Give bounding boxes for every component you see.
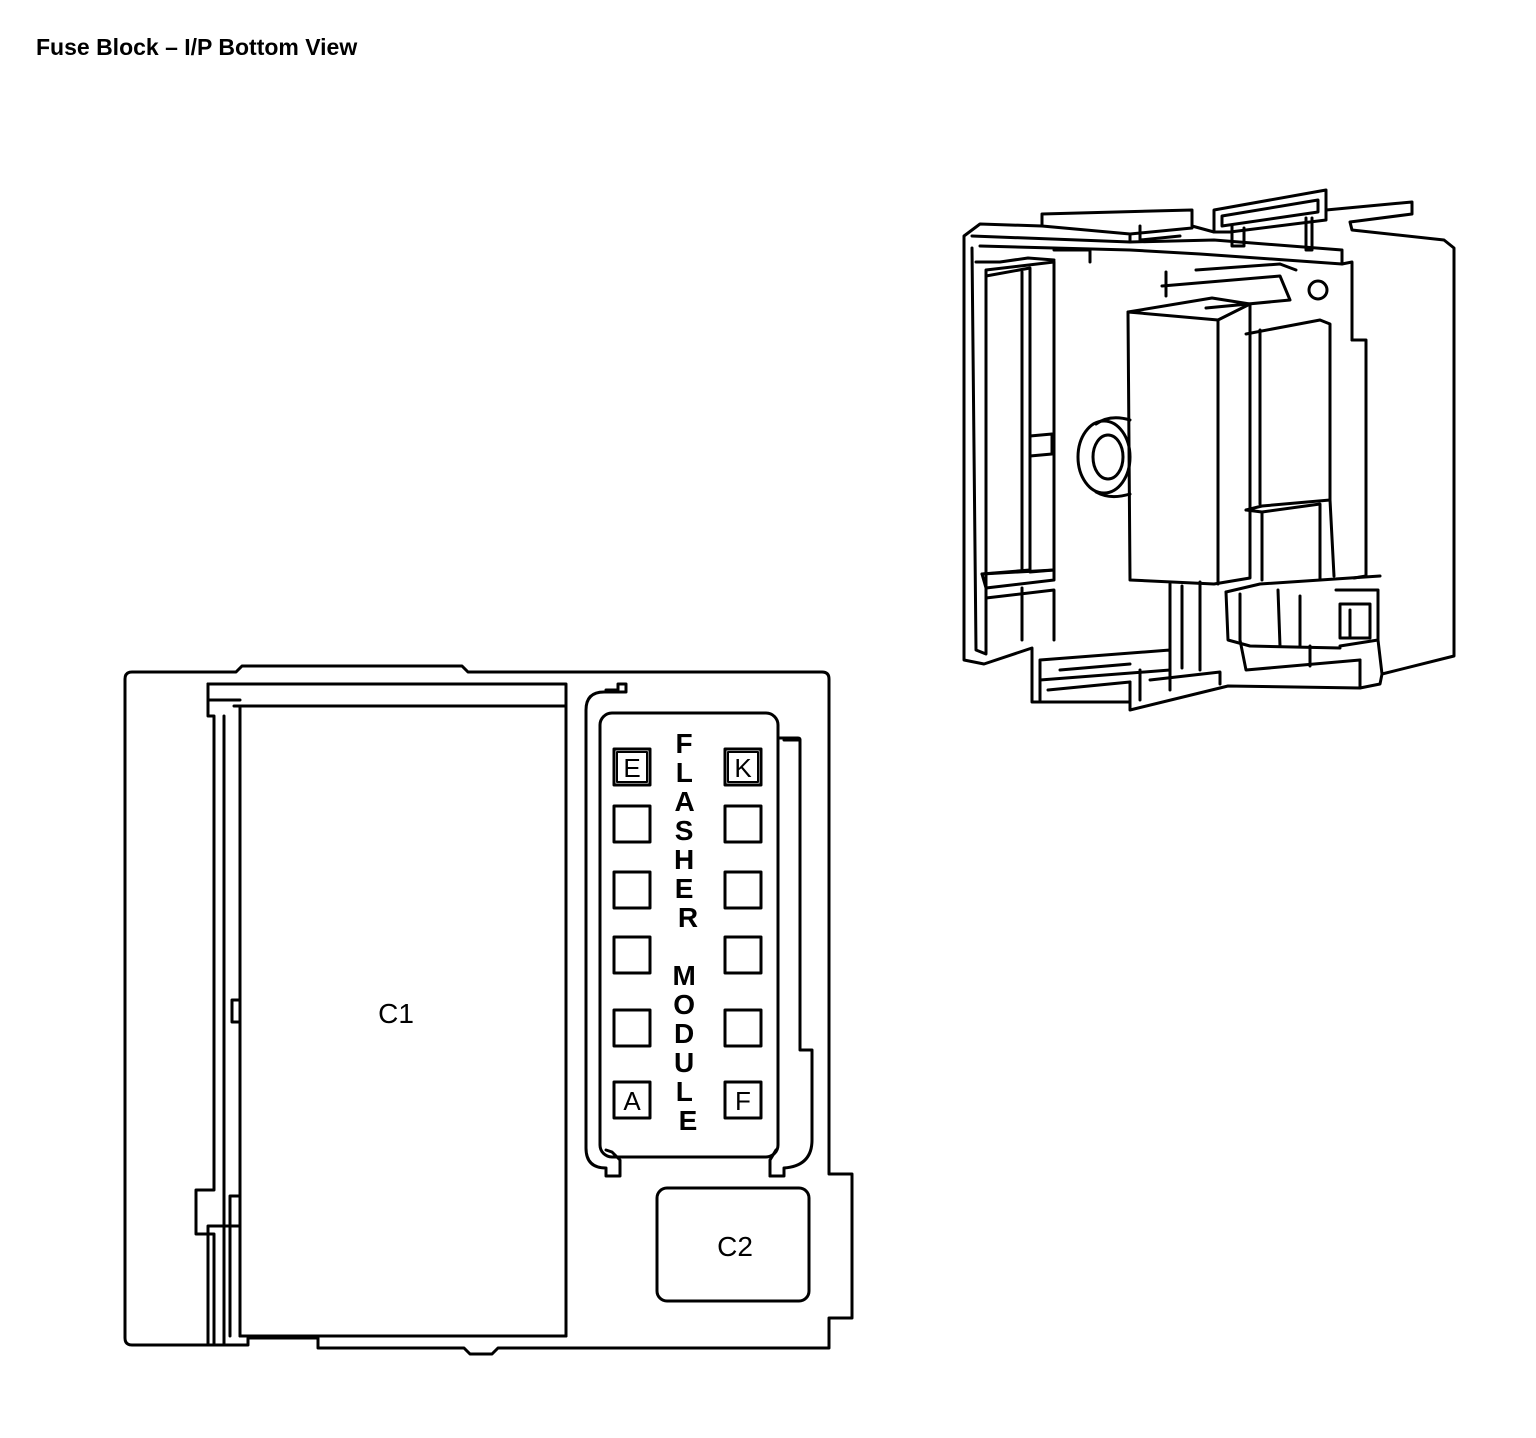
c2-label: C2 xyxy=(717,1231,753,1262)
pin-e xyxy=(612,747,652,787)
pin-f xyxy=(723,1080,763,1120)
pin-left-4 xyxy=(612,935,652,975)
diagram-title: Fuse Block – I/P Bottom View xyxy=(36,34,358,60)
c1-label: C1 xyxy=(378,998,414,1029)
fuse-block-isometric-view xyxy=(962,188,1456,712)
fuse-block-bottom-view: C1 E A K F F L A S H xyxy=(123,664,854,1356)
pin-f-label: F xyxy=(735,1086,751,1116)
pin-a-label: A xyxy=(623,1086,641,1116)
pin-left-5 xyxy=(612,1008,652,1048)
pin-k-label: K xyxy=(734,753,752,783)
pin-right-4 xyxy=(723,935,763,975)
pin-right-2 xyxy=(723,804,763,844)
c1-connector xyxy=(238,704,568,1338)
flasher-word1: F L A S H E R xyxy=(674,728,702,933)
pin-k xyxy=(723,747,763,787)
pin-e-label: E xyxy=(623,753,640,783)
c2-connector xyxy=(655,1186,811,1303)
pin-left-3 xyxy=(612,870,652,910)
flasher-pocket xyxy=(584,682,628,1178)
pin-right-3 xyxy=(723,870,763,910)
pin-left-2 xyxy=(612,804,652,844)
pin-a xyxy=(612,1080,652,1120)
pin-right-5 xyxy=(723,1008,763,1048)
flasher-module xyxy=(598,711,780,1159)
housing-outline xyxy=(123,664,854,1356)
flasher-word2: M O D U L E xyxy=(672,960,703,1136)
